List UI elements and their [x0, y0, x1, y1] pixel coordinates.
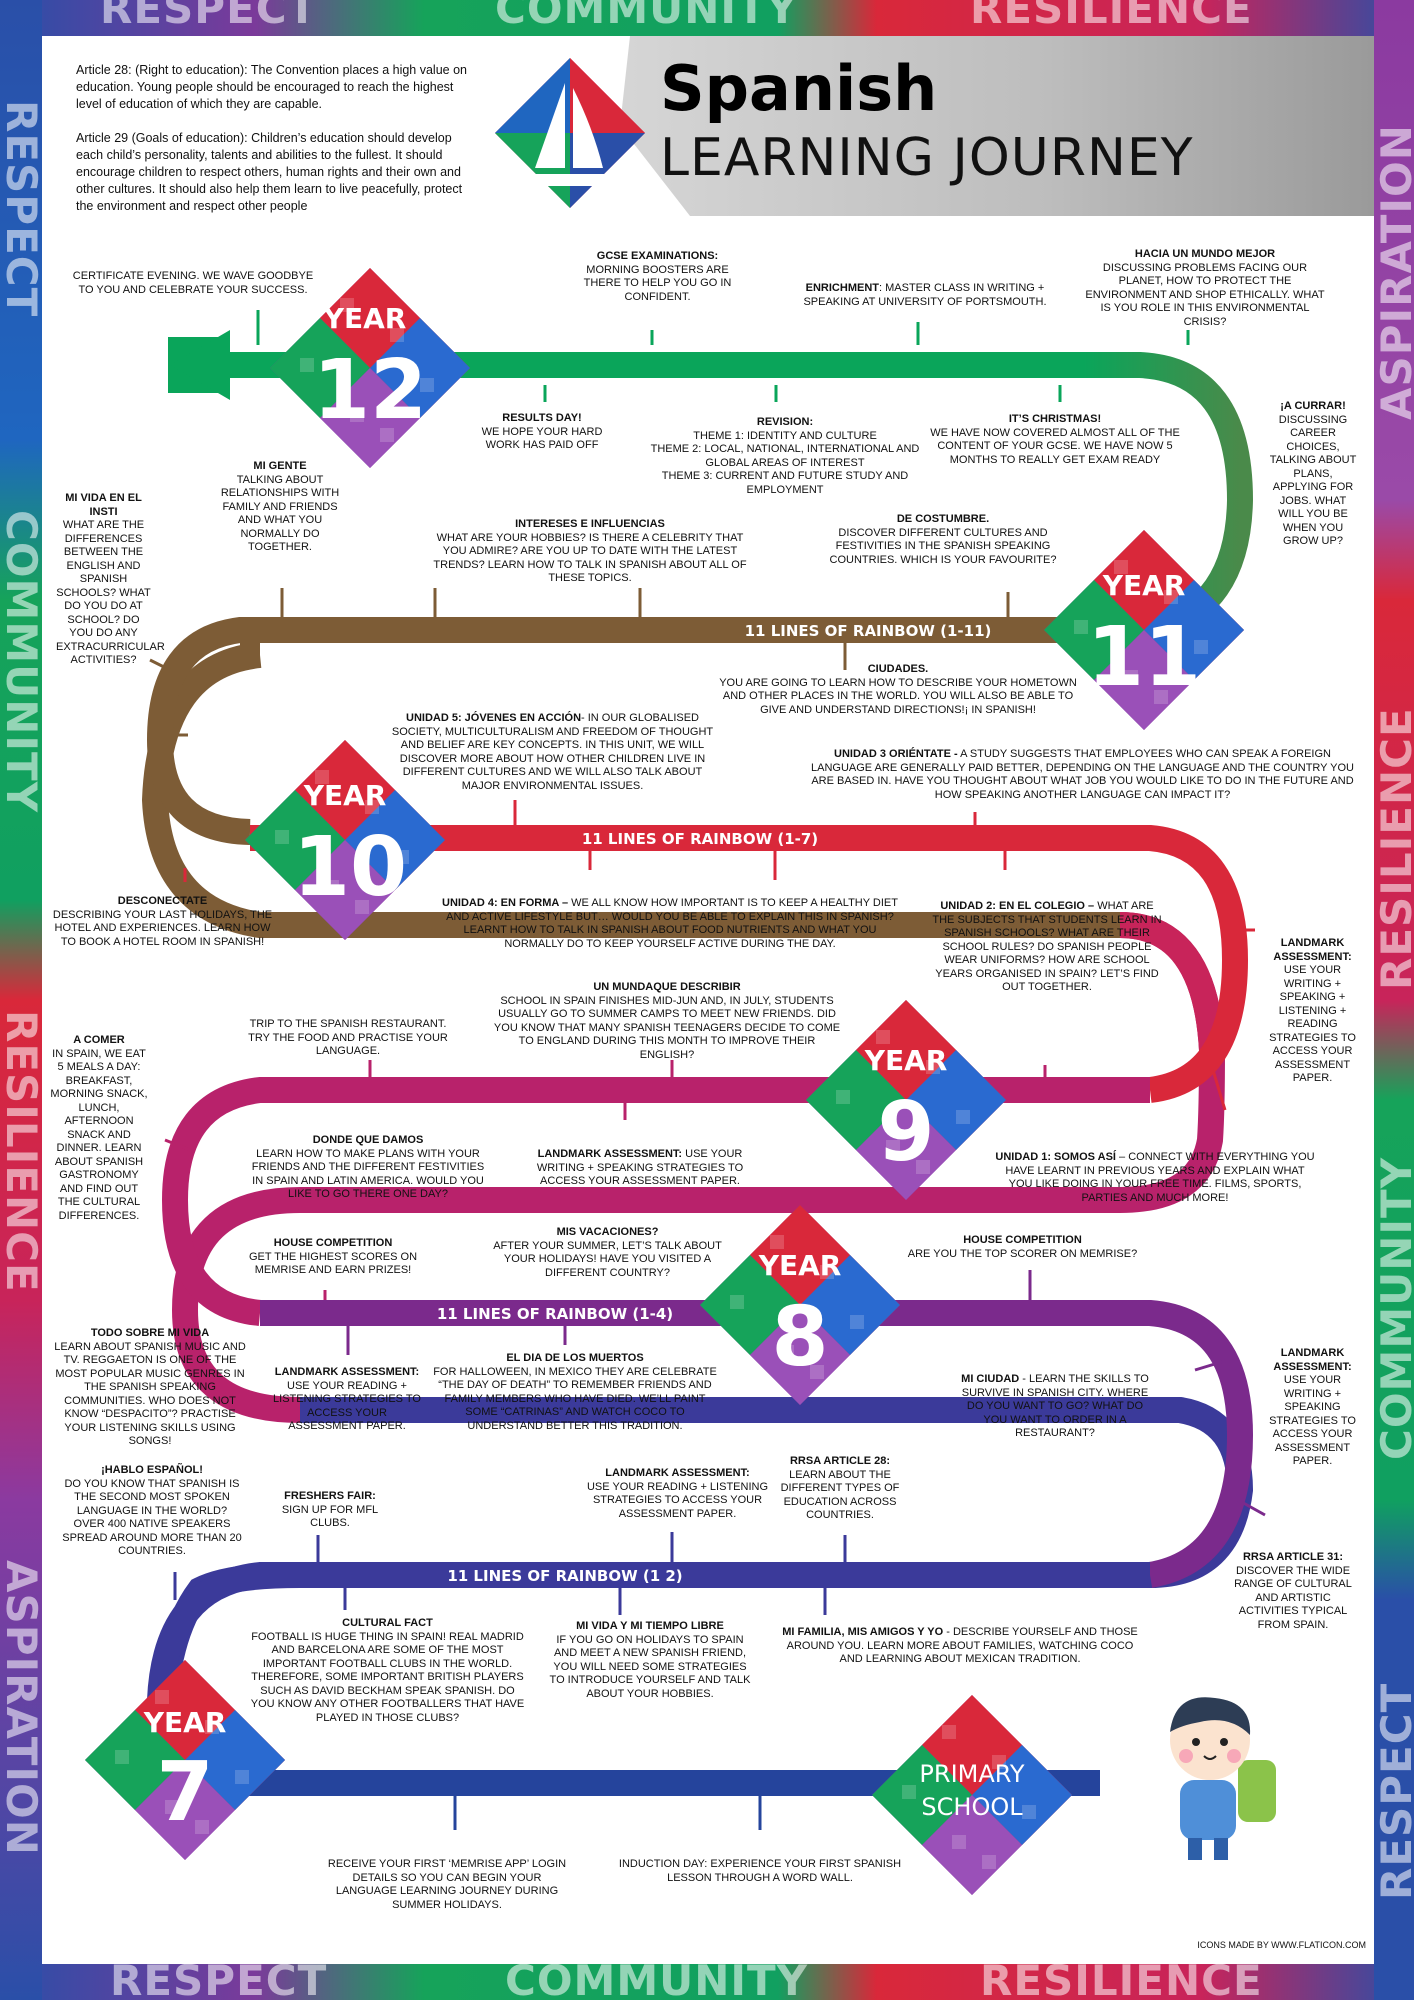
badge-primary-school: PRIMARY SCHOOL — [872, 1695, 1072, 1895]
article-29: Article 29 (Goals of education): Childre… — [76, 131, 463, 213]
badge-year-7: YEAR 7 — [85, 1660, 285, 1860]
milestone-unidad-3: UNIDAD 3 ORIÉNTATE - A STUDY SUGGESTS TH… — [810, 748, 1354, 801]
frame-word-bottom-1: RESPECT — [110, 1956, 328, 2005]
milestone-unidad-1: UNIDAD 1: SOMOS ASÍ – CONNECT WITH EVERY… — [995, 1151, 1315, 1204]
badge-year-12: YEAR 12 — [270, 268, 470, 468]
rainbow-label-2: 11 LINES OF RAINBOW (1-7) — [582, 830, 818, 848]
milestone-ciudades: CIUDADES.YOU ARE GOING TO LEARN HOW TO D… — [719, 663, 1077, 716]
svg-text:11: 11 — [1087, 610, 1201, 705]
rainbow-label-1: 11 LINES OF RAINBOW (1-11) — [745, 622, 992, 640]
badge-year-8: YEAR 8 — [700, 1205, 900, 1405]
svg-text:12: 12 — [313, 343, 427, 438]
svg-text:7: 7 — [156, 1745, 213, 1840]
milestone-memrise-app: RECEIVE YOUR FIRST ‘MEMRISE APP’ LOGIN D… — [327, 1858, 567, 1911]
milestone-rrsa-31: RRSA ARTICLE 31:DISCOVER THE WIDE RANGE … — [1234, 1551, 1352, 1631]
milestone-gcse: GCSE EXAMINATIONS:MORNING BOOSTERS ARE T… — [583, 250, 732, 303]
milestone-hablo-espanol: ¡HABLO ESPAÑOL!DO YOU KNOW THAT SPANISH … — [62, 1464, 242, 1557]
svg-text:10: 10 — [293, 820, 407, 915]
milestone-landmark-y8-b: LANDMARK ASSESSMENT:USE YOUR WRITING + S… — [1269, 1347, 1356, 1467]
svg-text:YEAR: YEAR — [758, 1249, 842, 1282]
milestone-certificate-evening: CERTIFICATE EVENING. WE WAVE GOODBYE TO … — [72, 270, 314, 296]
page-title: Spanish — [660, 52, 938, 125]
milestone-christmas: IT’S CHRISTMAS!WE HAVE NOW COVERED ALMOS… — [930, 413, 1180, 466]
frame-word-bottom-3: RESILIENCE — [980, 1956, 1263, 2005]
svg-text:YEAR: YEAR — [303, 779, 387, 812]
page-subtitle: LEARNING JOURNEY — [660, 128, 1194, 188]
svg-text:YEAR: YEAR — [323, 302, 407, 335]
frame-word-top-1: RESPECT — [100, 0, 318, 33]
header-banner — [620, 36, 1374, 216]
milestone-landmark-y8-a: LANDMARK ASSESSMENT:USE YOUR READING + L… — [273, 1366, 421, 1432]
icons-credit: ICONS MADE BY WWW.FLATICON.COM — [1197, 1940, 1366, 1950]
frame-word-top-3: RESILIENCE — [970, 0, 1253, 33]
badge-year-10: YEAR 10 — [245, 740, 445, 940]
milestone-landmark-y7: LANDMARK ASSESSMENT:USE YOUR READING + L… — [586, 1467, 769, 1520]
milestone-rrsa-28: RRSA ARTICLE 28:LEARN ABOUT THE DIFFEREN… — [780, 1455, 900, 1521]
milestone-induction-day: INDUCTION DAY: EXPERIENCE YOUR FIRST SPA… — [618, 1858, 902, 1884]
rainbow-label-3: 11 LINES OF RAINBOW (1-4) — [437, 1305, 673, 1323]
svg-text:SCHOOL: SCHOOL — [921, 1793, 1023, 1821]
svg-text:YEAR: YEAR — [1102, 569, 1186, 602]
milestone-mi-familia: MI FAMILIA, MIS AMIGOS Y YO - DESCRIBE Y… — [782, 1626, 1138, 1665]
badge-year-9: YEAR 9 — [806, 1000, 1006, 1200]
milestone-freshers-fair: FRESHERS FAIR:SIGN UP FOR MFL CLUBS. — [281, 1490, 379, 1529]
svg-text:YEAR: YEAR — [143, 1706, 227, 1739]
milestone-mis-vacaciones: MIS VACACIONES?AFTER YOUR SUMMER, LET’S … — [493, 1226, 722, 1279]
svg-text:8: 8 — [771, 1290, 828, 1385]
svg-text:YEAR: YEAR — [864, 1044, 948, 1077]
milestone-de-costumbre: DE COSTUMBRE.DISCOVER DIFFERENT CULTURES… — [829, 513, 1057, 566]
milestone-enrichment: ENRICHMENT: MASTER CLASS IN WRITING + SP… — [803, 282, 1047, 308]
svg-text:9: 9 — [877, 1085, 934, 1180]
milestone-landmark-y10: LANDMARK ASSESSMENT:USE YOUR WRITING + S… — [1269, 937, 1356, 1084]
milestone-restaurant-trip: TRIP TO THE SPANISH RESTAURANT. TRY THE … — [248, 1018, 448, 1057]
rainbow-label-4: 11 LINES OF RAINBOW (1 2) — [447, 1567, 682, 1585]
milestone-revision: REVISION:THEME 1: IDENTITY AND CULTURE T… — [650, 416, 920, 496]
milestone-results-day: RESULTS DAY!WE HOPE YOUR HARD WORK HAS P… — [481, 412, 603, 451]
article-28: Article 28: (Right to education): The Co… — [76, 63, 467, 111]
frame-word-bottom-2: COMMUNITY — [505, 1956, 809, 2005]
sailboat-logo — [495, 58, 645, 208]
student-icon — [1170, 1697, 1276, 1860]
milestone-landmark-y9: LANDMARK ASSESSMENT: USE YOUR WRITING + … — [536, 1148, 744, 1187]
milestone-unidad-4: UNIDAD 4: EN FORMA – WE ALL KNOW HOW IMP… — [442, 897, 898, 950]
milestone-unidad-2: UNIDAD 2: EN EL COLEGIO – WHAT ARE THE S… — [932, 900, 1162, 993]
frame-word-top-2: COMMUNITY — [495, 0, 799, 33]
milestone-mi-ciudad: MI CIUDAD - LEARN THE SKILLS TO SURVIVE … — [961, 1373, 1149, 1439]
milestone-a-currar: ¡A CURRAR!DISCUSSING CAREER CHOICES, TAL… — [1269, 400, 1357, 547]
svg-text:PRIMARY: PRIMARY — [919, 1760, 1024, 1788]
badge-year-11: YEAR 11 — [1044, 530, 1244, 730]
milestone-unidad-5: UNIDAD 5: JÓVENES EN ACCIÓN- IN OUR GLOB… — [391, 712, 714, 792]
